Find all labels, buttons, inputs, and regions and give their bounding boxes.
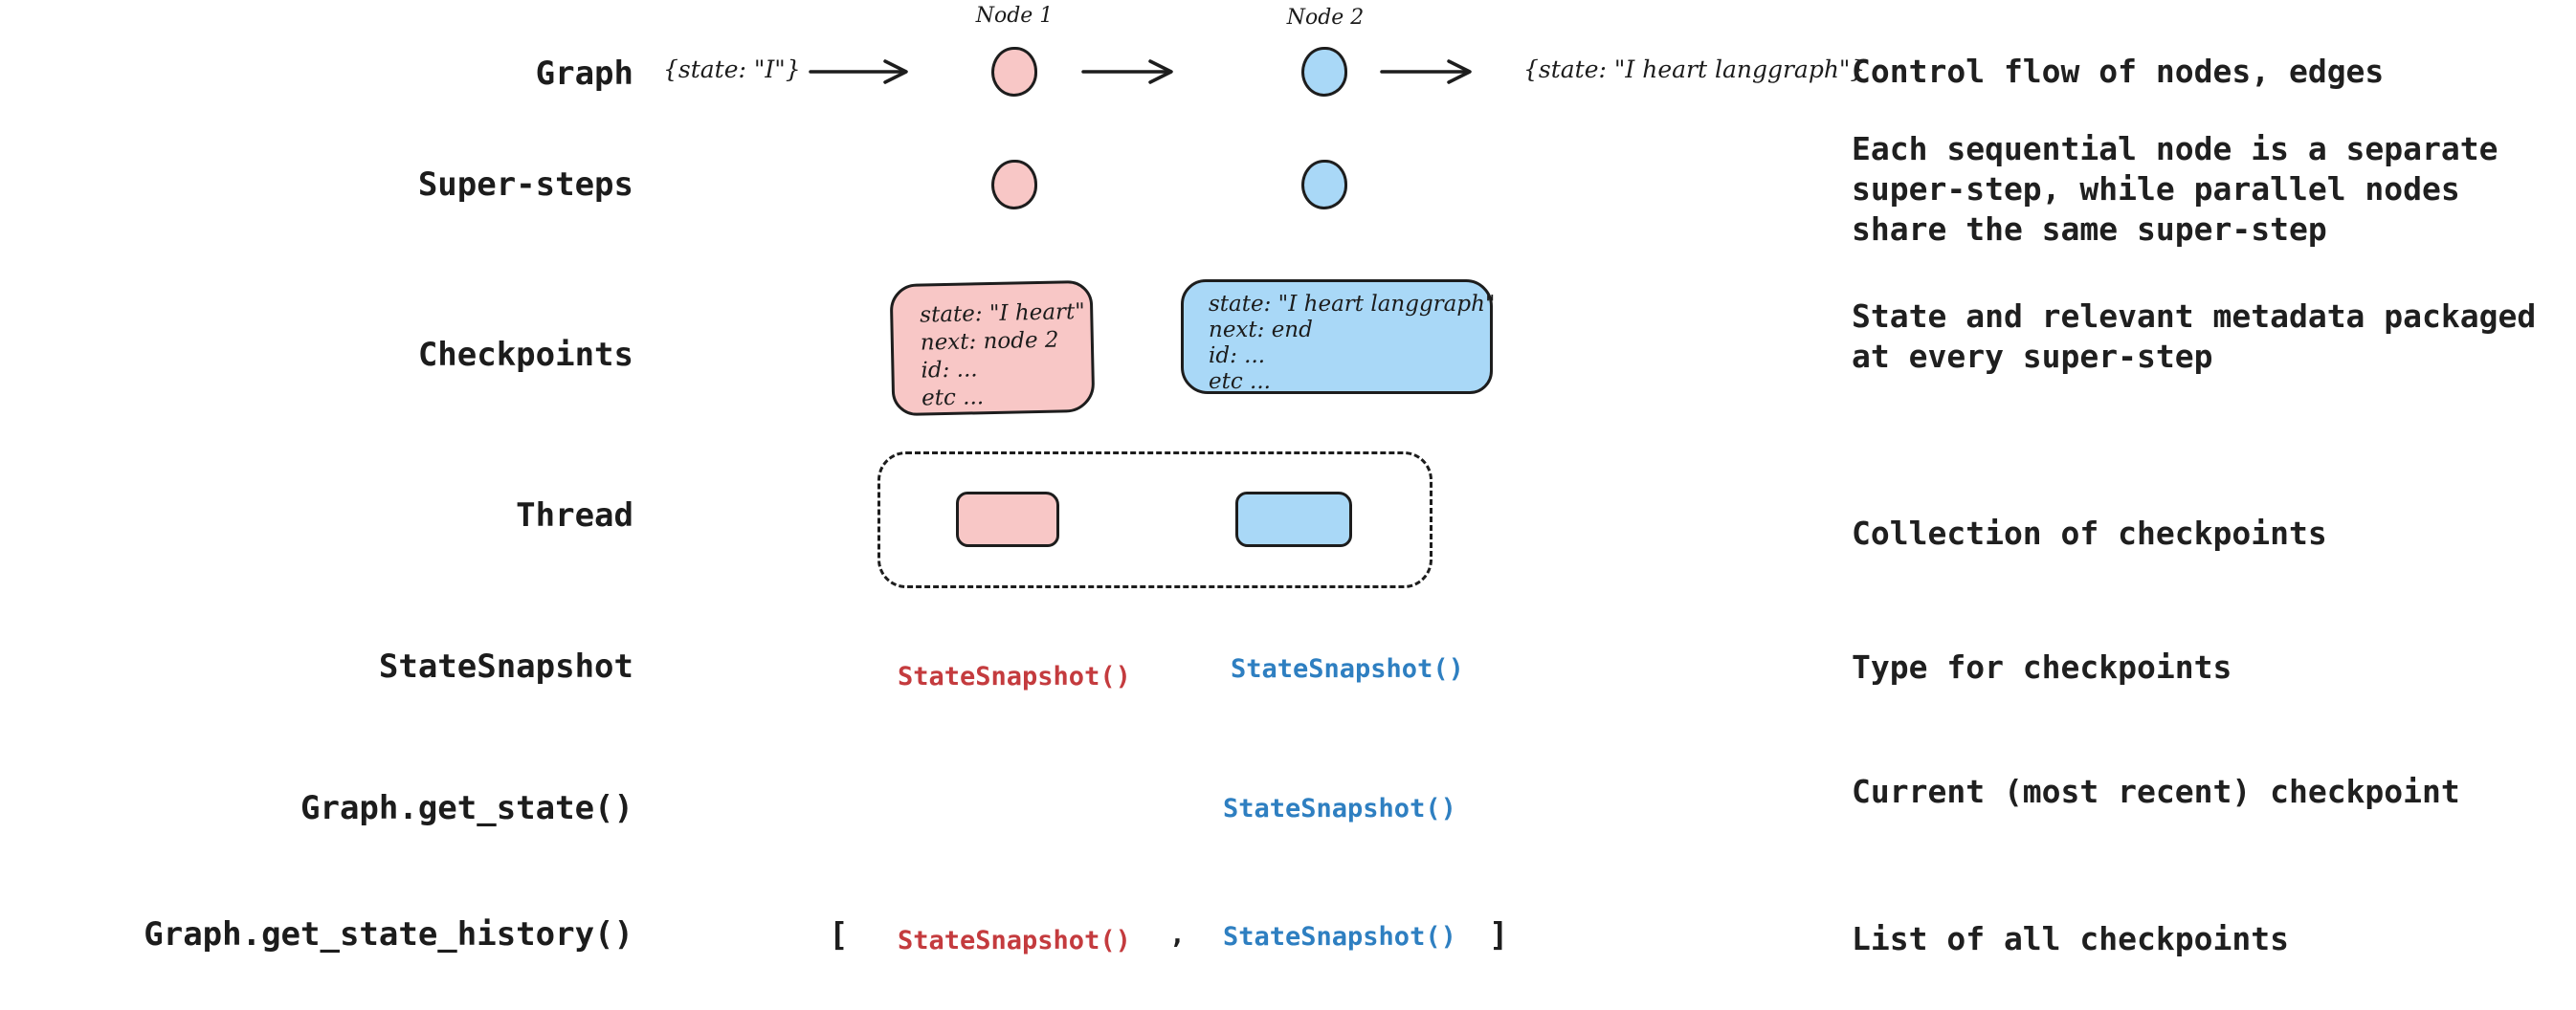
checkpoint1-id-line: id: ... [921,357,978,384]
desc-super-steps-line1: Each sequential node is a separate [1852,130,2498,167]
node2-circle [1301,47,1347,97]
checkpoint2-state-line: state: "I heart langgraph" [1209,292,1496,317]
state-snapshot-blue-code: StateSnapshot() [1231,654,1464,684]
desc-checkpoints-line2: at every super-step [1852,338,2213,375]
desc-checkpoints-line1: State and relevant metadata packaged [1852,297,2537,335]
state-snapshot-red-code: StateSnapshot() [898,662,1131,692]
node1-circle [991,47,1037,97]
row-label-checkpoints: Checkpoints [417,336,633,374]
desc-get-state-history: List of all checkpoints [1852,920,2289,957]
arrow-right-icon [809,59,908,84]
desc-state-snapshot: Type for checkpoints [1852,648,2232,686]
node2-label: Node 2 [1286,6,1365,30]
history-open-bracket: [ [829,916,849,955]
super-step-node1-circle [991,160,1037,209]
node1-label: Node 1 [975,4,1054,28]
arrow-right-icon [1380,59,1472,84]
history-blue-code: StateSnapshot() [1223,922,1456,952]
desc-super-steps-line2: super-step, while parallel nodes [1852,170,2460,208]
arrow-right-icon [1081,59,1173,84]
row-label-state-snapshot: StateSnapshot [378,648,633,686]
row-label-graph: Graph [535,55,633,93]
desc-get-state: Current (most recent) checkpoint [1852,773,2460,810]
checkpoint-box-node2: state: "I heart langgraph" next: end id:… [1181,279,1496,394]
row-label-get-state: Graph.get_state() [300,789,633,827]
checkpoint2-next-line: next: end [1209,318,1313,342]
history-comma: , [1169,918,1186,950]
checkpoint-box-node1: state: "I heart" next: node 2 id: ... et… [889,279,1096,417]
row-label-get-state-history: Graph.get_state_history() [144,915,633,954]
desc-thread: Collection of checkpoints [1852,515,2327,552]
graph-output-state-text: {state: "I heart langgraph"} [1523,55,1866,83]
desc-graph: Control flow of nodes, edges [1852,53,2385,90]
checkpoint1-etc-line: etc ... [921,384,985,411]
thread-blue-checkpoint [1235,492,1352,547]
super-step-node2-circle [1301,160,1347,209]
checkpoint2-id-line: id: ... [1209,343,1266,368]
desc-checkpoints: State and relevant metadata packaged at … [1852,296,2536,377]
checkpoint1-next-line: next: node 2 [920,327,1059,356]
get-state-blue-code: StateSnapshot() [1223,794,1456,823]
row-label-super-steps: Super-steps [417,165,633,204]
thread-pink-checkpoint [956,492,1059,547]
graph-input-state-text: {state: "I"} [663,55,801,83]
checkpoint1-state-line: state: "I heart" [919,298,1086,328]
desc-super-steps-line3: share the same super-step [1852,210,2327,248]
thread-dashed-outline [877,451,1432,588]
checkpoint2-etc-line: etc ... [1209,369,1271,394]
history-close-bracket: ] [1489,916,1509,955]
row-label-thread: Thread [516,496,633,535]
desc-super-steps: Each sequential node is a separate super… [1852,129,2498,250]
history-red-code: StateSnapshot() [898,926,1131,955]
